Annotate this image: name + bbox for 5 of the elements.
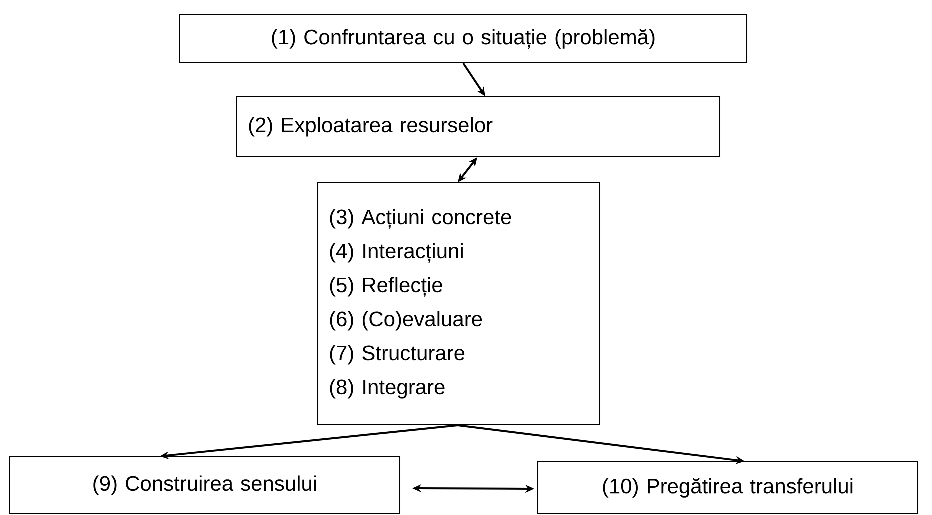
process-box: (3) Acțiuni concrete (4) Interacțiuni (5) Reflecție (6) (Co)evaluare (7) Structurare (8) Integrare xyxy=(318,182,600,426)
process-box: (1) Confruntarea cu o situație (problemă) xyxy=(180,14,748,64)
process-box: (2) Exploatarea resurselor xyxy=(236,96,720,158)
process-box: (10) Pregătirea transferului xyxy=(538,462,918,514)
process-box: (9) Construirea sensului xyxy=(10,456,400,514)
